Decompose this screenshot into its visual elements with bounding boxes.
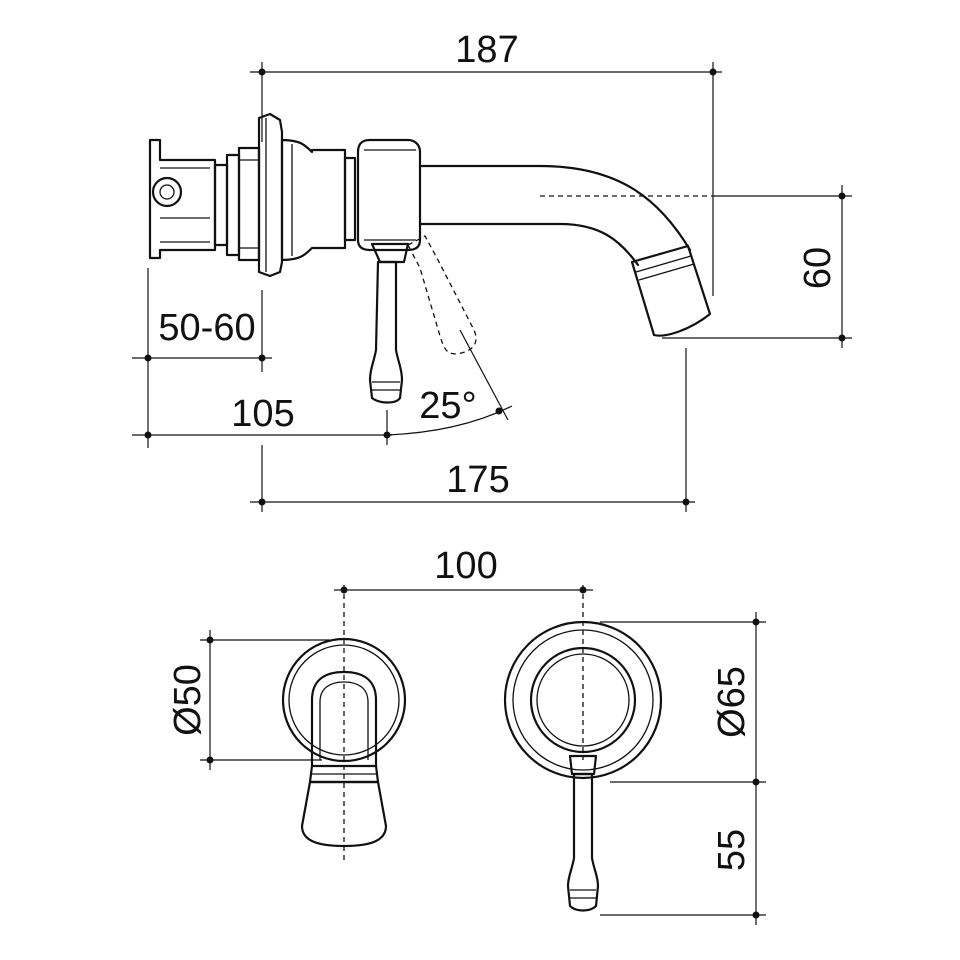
label-spout-plate: Ø50 [167, 664, 209, 736]
dim-centres: 100 [334, 545, 593, 594]
front-view [281, 585, 663, 912]
side-view [148, 112, 715, 404]
dim-spout-height: 60 [662, 185, 852, 348]
label-lever-angle: 25° [419, 385, 476, 427]
dim-lever-length: 55 [600, 829, 766, 919]
label-lever-offset: 105 [231, 393, 294, 435]
dim-spout-projection: 175 [250, 348, 695, 512]
label-centres: 100 [434, 545, 497, 587]
dim-wall-depth: 50-60 [132, 268, 272, 448]
body-coupling [213, 146, 261, 262]
spout-cap [356, 138, 422, 252]
lever-rotated-outline [407, 235, 477, 355]
mixer-front [503, 620, 663, 912]
mounting-bracket [148, 138, 217, 260]
dim-overall-length: 187 [250, 29, 722, 296]
dim-spout-plate: Ø50 [167, 630, 330, 770]
label-lever-length: 55 [711, 829, 753, 871]
label-spout-height: 60 [797, 247, 839, 289]
dim-mixer-plate: Ø65 [600, 612, 766, 925]
label-overall-length: 187 [455, 29, 518, 71]
label-spout-projection: 175 [446, 459, 509, 501]
wall-flange [257, 112, 284, 278]
spout [418, 164, 712, 337]
dim-lever-angle: 25° [386, 329, 513, 436]
label-mixer-plate: Ø65 [711, 666, 753, 738]
shroud [280, 138, 357, 262]
label-wall-depth: 50-60 [158, 307, 255, 349]
lever-handle [368, 242, 410, 404]
dim-lever-offset: 105 [132, 393, 392, 445]
